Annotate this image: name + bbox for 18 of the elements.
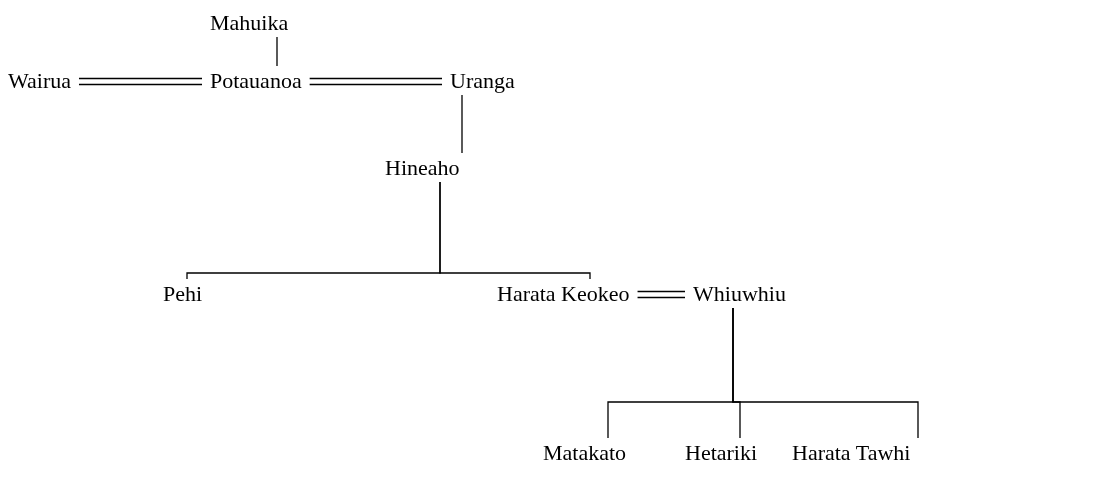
person-name: Harata Keokeo bbox=[497, 281, 630, 306]
person-name: Pehi bbox=[163, 281, 203, 306]
person-name: Mahuika bbox=[210, 10, 289, 35]
person-name: Harata Tawhi bbox=[792, 440, 911, 465]
family-line bbox=[732, 307, 919, 439]
family-line bbox=[276, 36, 278, 67]
person-name: Uranga bbox=[450, 68, 515, 93]
family-line bbox=[78, 77, 203, 86]
family-line bbox=[461, 94, 463, 154]
person-name: Hineaho bbox=[385, 155, 460, 180]
family-line bbox=[636, 290, 686, 299]
family-line bbox=[439, 181, 591, 280]
person-name: Hetariki bbox=[685, 440, 758, 465]
person-name: Potauanoa bbox=[210, 68, 302, 93]
person-name: Wairua bbox=[8, 68, 71, 93]
family-line bbox=[309, 77, 443, 86]
person-name: Matakato bbox=[543, 440, 627, 465]
person-name: Whiuwhiu bbox=[693, 281, 786, 306]
